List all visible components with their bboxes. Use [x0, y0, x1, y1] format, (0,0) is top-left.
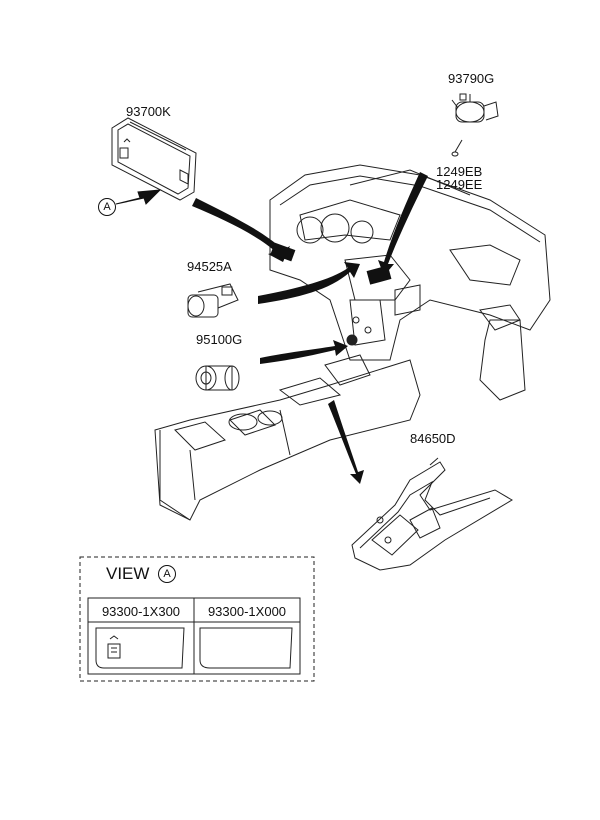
switch-block-right: [366, 265, 392, 285]
view-a-arrow: [115, 189, 162, 205]
view-ref-circle: A: [158, 565, 176, 583]
label-1249EB: 1249EB: [436, 164, 483, 179]
label-93790G: 93790G: [448, 71, 495, 86]
label-84650D: 84650D: [410, 431, 456, 446]
arrow-ref-circle: A: [98, 198, 116, 216]
view-col-1: 93300-1X300: [101, 604, 181, 619]
view-a-box: [79, 556, 315, 682]
sensor-93790G: [451, 93, 499, 123]
leader-84650D: [328, 400, 364, 484]
leader-95100G: [260, 340, 348, 364]
leader-94525A: [258, 262, 360, 304]
leader-1249EB: [378, 172, 428, 276]
label-93700K: 93700K: [126, 104, 171, 119]
panel-93300-1X300: [95, 627, 185, 669]
dashboard: [269, 164, 551, 401]
center-console: [154, 354, 421, 521]
view-col-2: 93300-1X000: [207, 604, 287, 619]
view-title: VIEW: [106, 564, 150, 583]
label-94525A: 94525A: [187, 259, 232, 274]
switch-94525A: [187, 283, 239, 318]
socket-95100G: [195, 365, 240, 391]
label-1249EE: 1249EE: [436, 177, 483, 192]
screw-1249EB: [451, 139, 463, 157]
switch-block-left: [270, 242, 296, 262]
leader-93700K: [192, 198, 290, 262]
panel-93300-1X000: [199, 627, 293, 669]
button-icon: [107, 643, 121, 659]
console-trim-84650D: [351, 457, 513, 571]
switch-panel-93700K: [111, 117, 197, 201]
label-95100G: 95100G: [196, 332, 243, 347]
